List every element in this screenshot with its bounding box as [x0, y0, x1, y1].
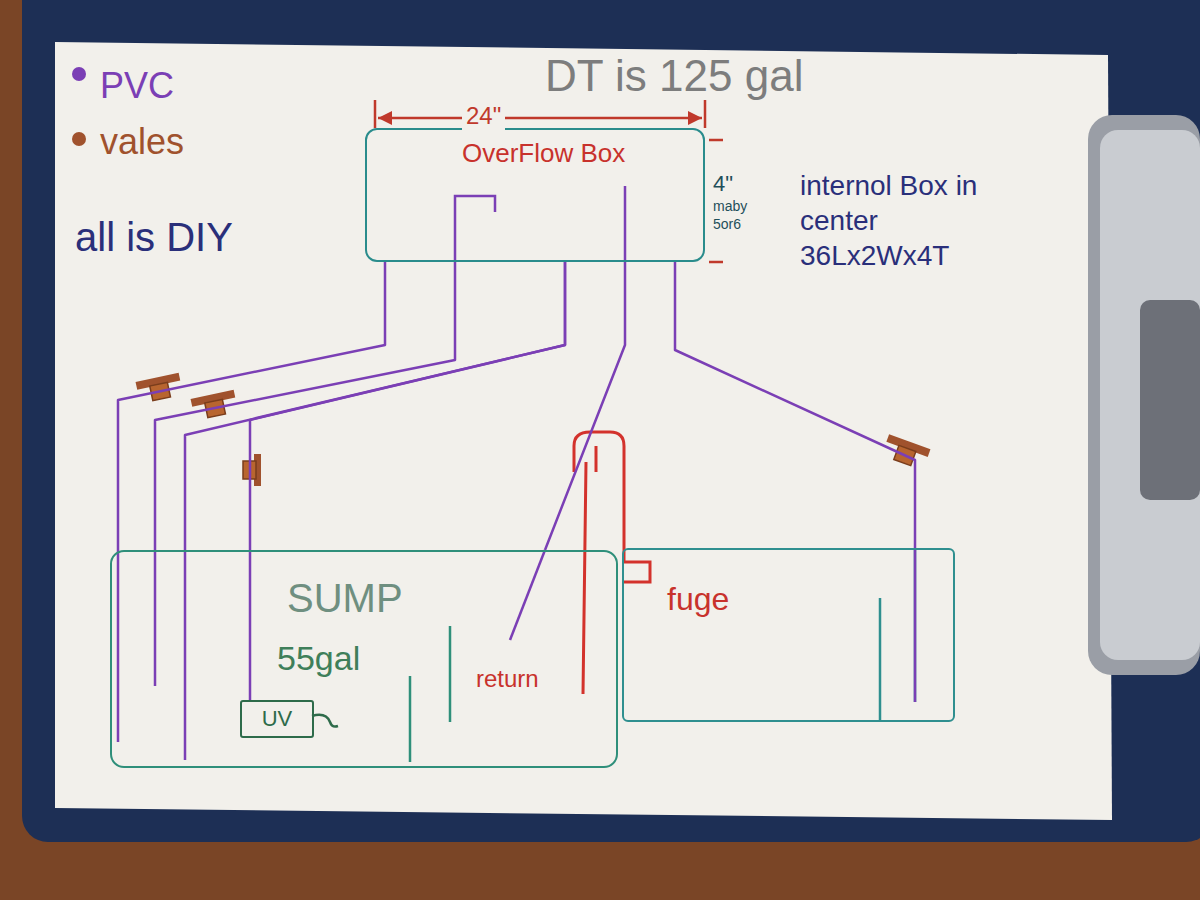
- dimension-label: 4": [713, 170, 733, 198]
- label-holder: all is DIY: [75, 212, 233, 262]
- legend-swatch: [72, 132, 86, 146]
- label-holder: maby 5or6: [713, 198, 759, 233]
- node-note: 55gal: [277, 638, 360, 679]
- legend-text-holder: PVC: [100, 64, 174, 107]
- return-pipe-top: [624, 186, 627, 262]
- note: maby 5or6: [713, 198, 759, 233]
- note: all is DIY: [75, 212, 233, 262]
- note: internol Box in center 36Lx2Wx4T: [800, 168, 1000, 273]
- label-holder: 4": [713, 170, 733, 198]
- legend-label: vales: [100, 120, 184, 163]
- dimension-arrowheads: [378, 111, 702, 125]
- clip-lever: [1140, 300, 1200, 500]
- valve: [243, 454, 261, 486]
- node-title: OverFlow Box: [462, 138, 625, 169]
- pvc-pipe: [675, 262, 915, 548]
- paper-sheet: [55, 42, 1112, 820]
- sump-baffles: [410, 626, 450, 762]
- label-holder: internol Box in center 36Lx2Wx4T: [800, 168, 1000, 273]
- sump-tank: SUMP 55galUV: [110, 550, 618, 768]
- label-holder: return: [476, 664, 539, 694]
- overflow-box: OverFlow Box: [365, 128, 705, 262]
- legend-text-holder: vales: [100, 120, 184, 163]
- pvc-pipe: [185, 262, 565, 550]
- text-holder: OverFlow Box: [462, 138, 625, 169]
- valve: [882, 434, 931, 470]
- return-pipe-bottom: [510, 550, 545, 640]
- return-pump: [574, 432, 650, 694]
- legend-swatch: [72, 67, 86, 81]
- pvc-standpipe: [455, 196, 495, 262]
- text-holder: 55gal: [277, 638, 360, 679]
- drain-pipe-ends: [118, 550, 185, 760]
- legend-label: PVC: [100, 64, 174, 107]
- text-holder: UV: [242, 702, 312, 736]
- node-title: SUMP: [287, 574, 403, 622]
- part-label: return: [476, 664, 539, 694]
- pvc-pipe: [118, 262, 385, 550]
- title-holder: DT is 125 gal: [545, 50, 803, 103]
- refugium-tank: fuge: [622, 548, 955, 722]
- clip-highlight: [1100, 130, 1200, 660]
- label-holder: 24": [462, 101, 505, 131]
- text-holder: fuge: [667, 580, 729, 618]
- pvc-pipe: [545, 262, 625, 550]
- clipboard: [22, 0, 1200, 842]
- node-title: UV: [262, 706, 293, 732]
- fuge-baffle: [880, 548, 915, 722]
- uv-cord: [312, 715, 338, 727]
- uv-sterilizer: UV: [240, 700, 314, 738]
- text-holder: SUMP: [287, 574, 403, 622]
- title: DT is 125 gal: [545, 50, 803, 103]
- clipboard-clip: [1088, 115, 1200, 675]
- pvc-pipe: [250, 262, 565, 700]
- node-title: fuge: [667, 580, 729, 618]
- fuge-pipe-end: [914, 548, 917, 702]
- dimension-line: [375, 100, 705, 128]
- dimension-label: 24": [462, 101, 505, 131]
